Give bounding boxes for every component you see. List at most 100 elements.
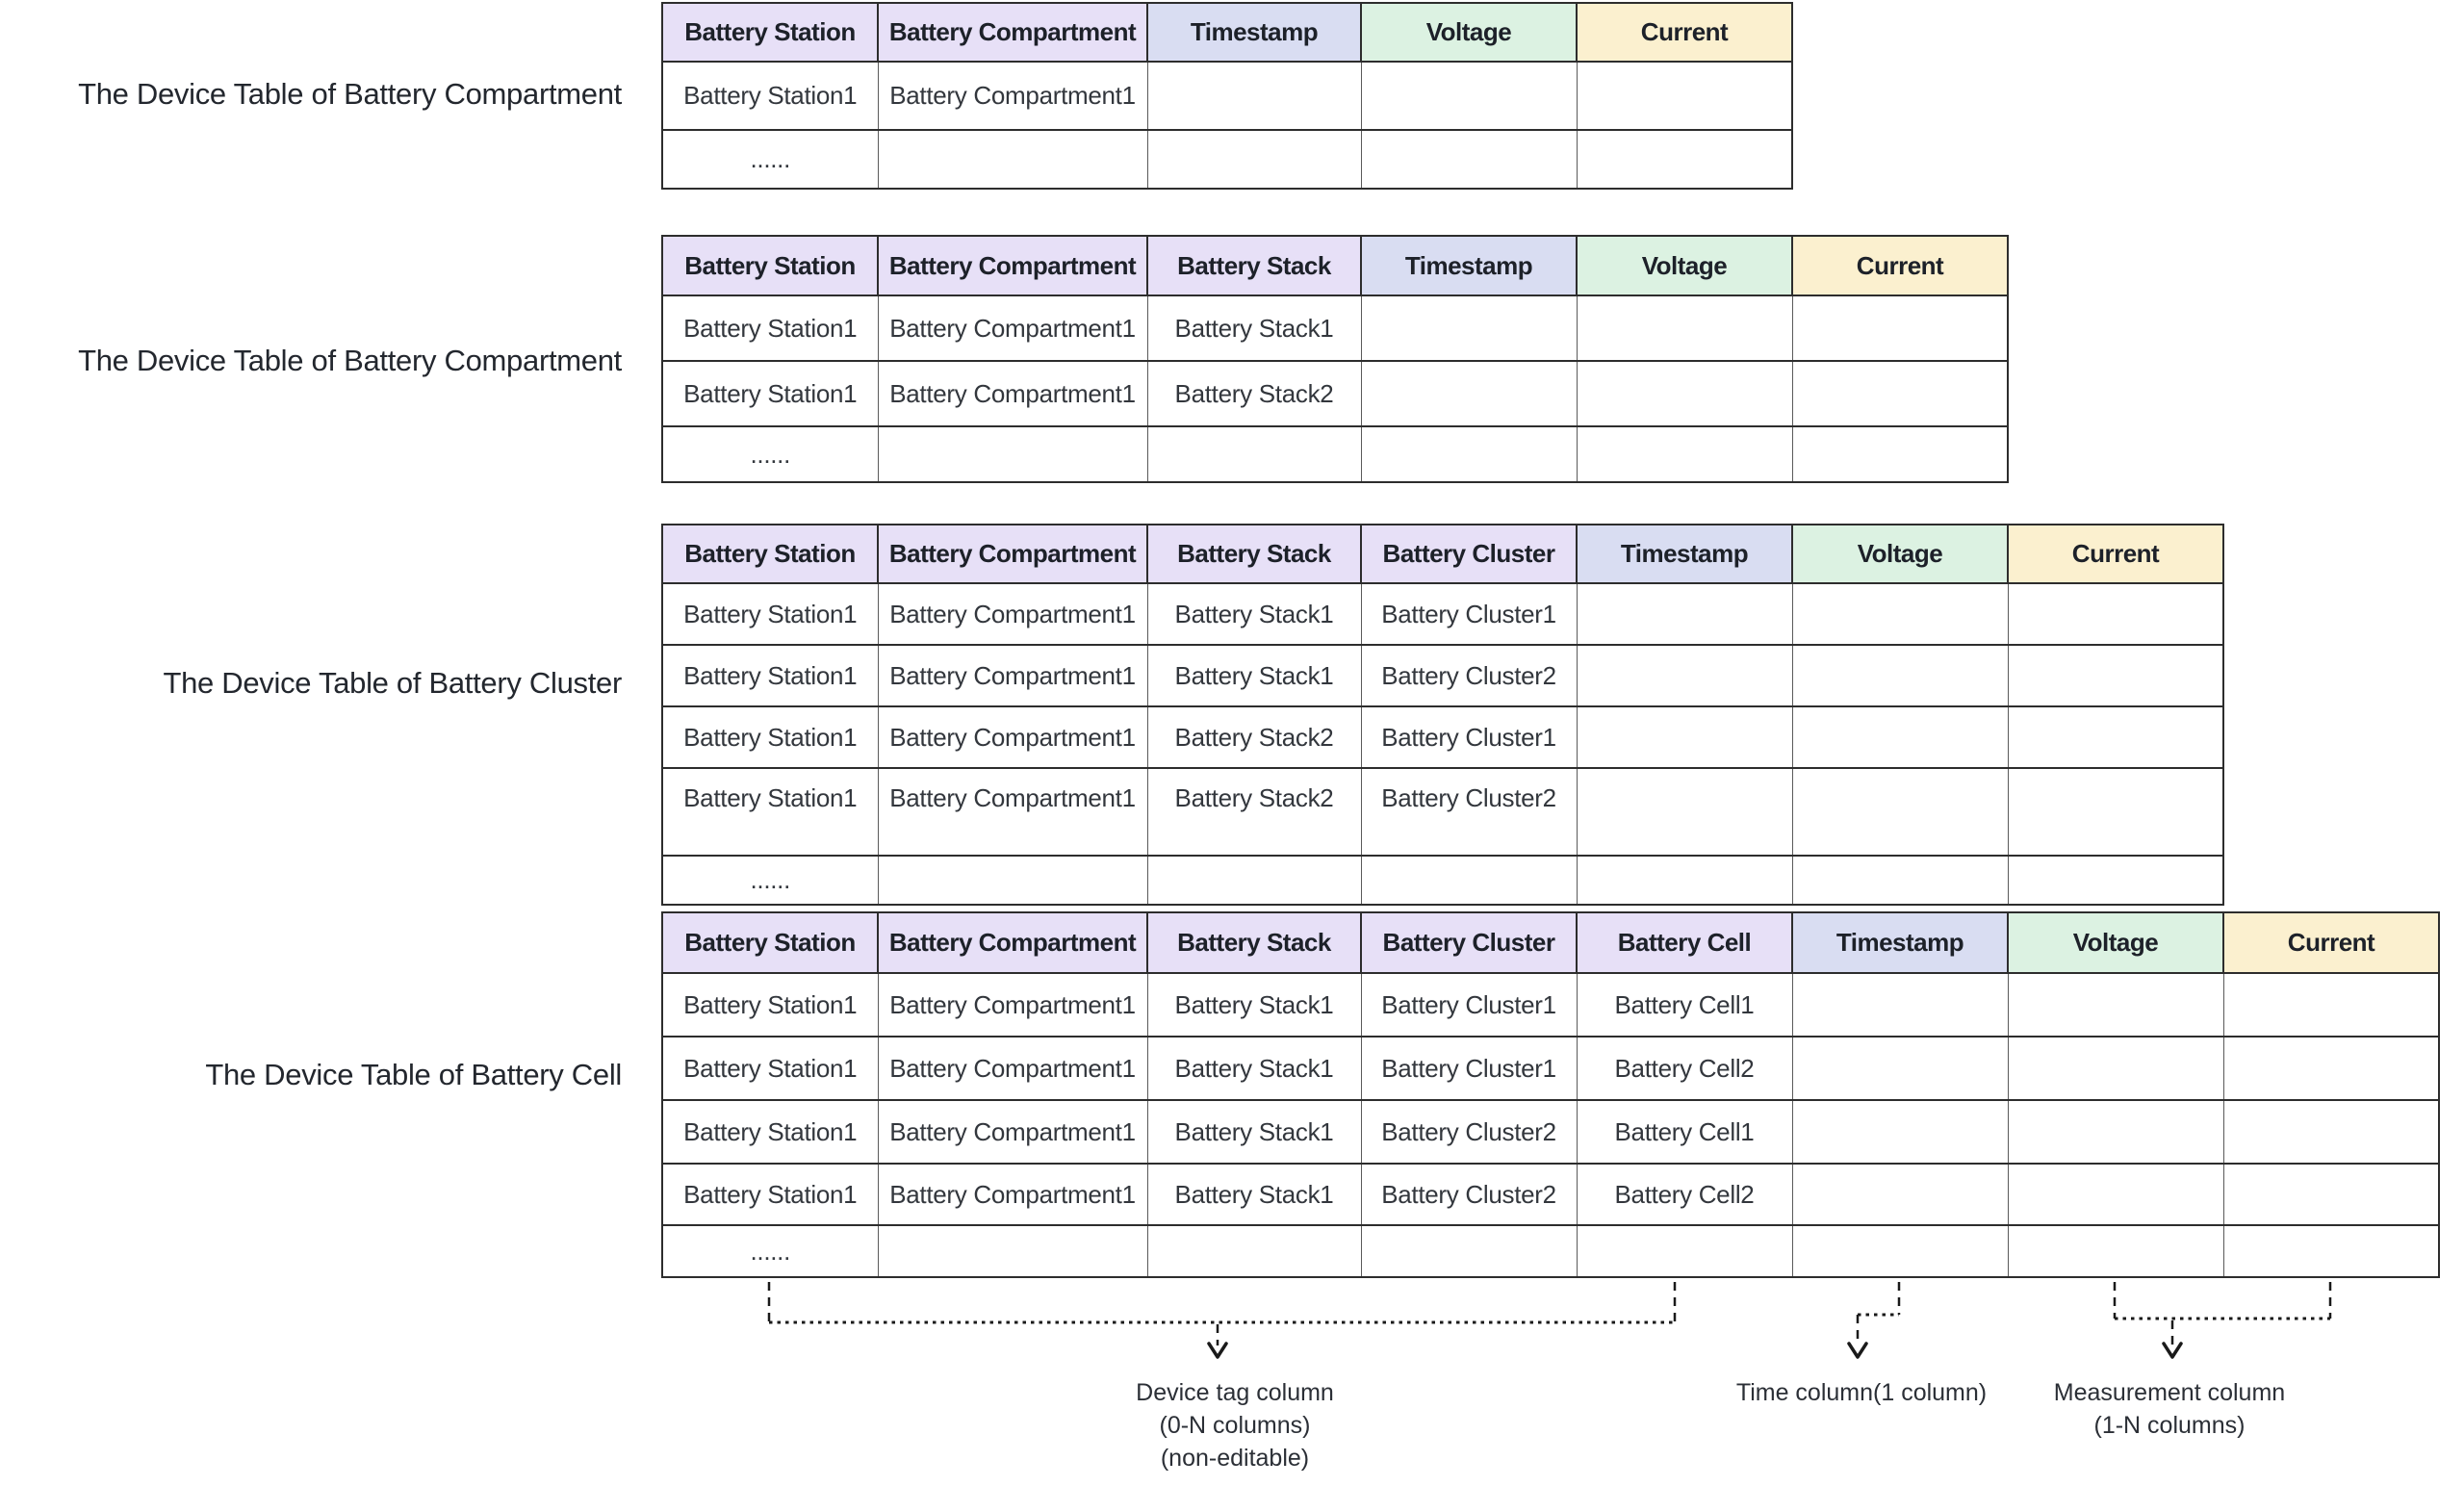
empty-cell: [1360, 295, 1578, 362]
annotation-text-line: (0-N columns): [1159, 1412, 1311, 1439]
empty-cell: [1360, 425, 1578, 483]
column-header-battery-compartment: Battery Compartment: [877, 2, 1148, 63]
table-row: ......: [661, 425, 2009, 483]
cell-battery-stack2: Battery Stack2: [1146, 705, 1362, 769]
cell-battery-stack1: Battery Stack1: [1146, 1036, 1362, 1101]
empty-cell: [1791, 425, 2009, 483]
table-title-battery-cell: The Device Table of Battery Cell: [205, 1058, 622, 1091]
empty-cell: [1576, 61, 1793, 131]
empty-cell: [1360, 360, 1578, 427]
empty-cell: [1576, 1224, 1793, 1278]
table-title-battery-cluster: The Device Table of Battery Cluster: [163, 666, 622, 700]
empty-cell: [1146, 855, 1362, 906]
cell-battery-compartment1: Battery Compartment1: [877, 295, 1148, 362]
empty-cell: [1576, 295, 1793, 362]
cell-battery-stack2: Battery Stack2: [1146, 767, 1362, 857]
empty-cell: [1791, 705, 2009, 769]
cell-empty: ......: [661, 1224, 879, 1278]
cell-battery-station1: Battery Station1: [661, 972, 879, 1038]
cell-battery-station1: Battery Station1: [661, 767, 879, 857]
empty-cell: [2222, 1224, 2440, 1278]
column-header-timestamp: Timestamp: [1791, 911, 2009, 974]
empty-cell: [2007, 1099, 2224, 1165]
measurement-column-annotation: Measurement column (1-N columns): [1967, 1376, 2372, 1442]
cell-battery-compartment1: Battery Compartment1: [877, 705, 1148, 769]
empty-cell: [1146, 1224, 1362, 1278]
empty-cell: [1576, 767, 1793, 857]
cell-battery-compartment1: Battery Compartment1: [877, 767, 1148, 857]
empty-cell: [2007, 1163, 2224, 1226]
column-header-battery-compartment: Battery Compartment: [877, 235, 1148, 296]
cell-battery-cluster2: Battery Cluster2: [1360, 1163, 1578, 1226]
column-header-current: Current: [2222, 911, 2440, 974]
column-header-battery-cell: Battery Cell: [1576, 911, 1793, 974]
table-row: ......: [661, 855, 2224, 906]
empty-cell: [1360, 855, 1578, 906]
empty-cell: [1791, 582, 2009, 646]
cell-battery-cell2: Battery Cell2: [1576, 1036, 1793, 1101]
time-column-annotation: Time column(1 column): [1659, 1376, 2064, 1409]
column-header-battery-stack: Battery Stack: [1146, 524, 1362, 584]
cell-battery-cell1: Battery Cell1: [1576, 972, 1793, 1038]
column-header-timestamp: Timestamp: [1576, 524, 1793, 584]
cell-empty: ......: [661, 855, 879, 906]
column-header-battery-station: Battery Station: [661, 2, 879, 63]
device-tag-column-annotation: Device tag column (0-N columns) (non-edi…: [1033, 1376, 1437, 1474]
cell-battery-stack1: Battery Stack1: [1146, 972, 1362, 1038]
empty-cell: [1791, 972, 2009, 1038]
cell-battery-station1: Battery Station1: [661, 360, 879, 427]
cell-battery-station1: Battery Station1: [661, 1163, 879, 1226]
cell-battery-cell1: Battery Cell1: [1576, 1099, 1793, 1165]
empty-cell: [1791, 855, 2009, 906]
column-header-timestamp: Timestamp: [1360, 235, 1578, 296]
column-header-battery-stack: Battery Stack: [1146, 235, 1362, 296]
empty-cell: [1360, 1224, 1578, 1278]
empty-cell: [1791, 1099, 2009, 1165]
table-title-battery-compartment-1: The Device Table of Battery Compartment: [78, 77, 622, 111]
empty-cell: [2007, 767, 2224, 857]
cell-battery-stack2: Battery Stack2: [1146, 360, 1362, 427]
empty-cell: [1791, 1163, 2009, 1226]
column-header-voltage: Voltage: [2007, 911, 2224, 974]
empty-cell: [1791, 1224, 2009, 1278]
cell-battery-compartment1: Battery Compartment1: [877, 644, 1148, 707]
empty-cell: [1791, 644, 2009, 707]
cell-battery-station1: Battery Station1: [661, 295, 879, 362]
column-header-battery-station: Battery Station: [661, 235, 879, 296]
annotation-text-line: (non-editable): [1160, 1445, 1310, 1472]
empty-cell: [1146, 61, 1362, 131]
empty-cell: [1576, 129, 1793, 190]
empty-cell: [1360, 61, 1578, 131]
cell-empty: ......: [661, 129, 879, 190]
column-header-battery-station: Battery Station: [661, 911, 879, 974]
cell-battery-compartment1: Battery Compartment1: [877, 360, 1148, 427]
column-header-timestamp: Timestamp: [1146, 2, 1362, 63]
device-tag-arrow-icon: [1207, 1342, 1228, 1359]
empty-cell: [1576, 705, 1793, 769]
column-header-current: Current: [1576, 2, 1793, 63]
column-header-battery-cluster: Battery Cluster: [1360, 524, 1578, 584]
column-header-current: Current: [1791, 235, 2009, 296]
table-row: ......: [661, 1224, 2440, 1278]
table-title-battery-compartment-2: The Device Table of Battery Compartment: [78, 344, 622, 377]
cell-battery-cluster2: Battery Cluster2: [1360, 1099, 1578, 1165]
empty-cell: [877, 1224, 1148, 1278]
cell-battery-stack1: Battery Stack1: [1146, 1099, 1362, 1165]
column-header-battery-compartment: Battery Compartment: [877, 911, 1148, 974]
annotation-text-line: Device tag column: [1136, 1379, 1334, 1406]
cell-battery-station1: Battery Station1: [661, 582, 879, 646]
